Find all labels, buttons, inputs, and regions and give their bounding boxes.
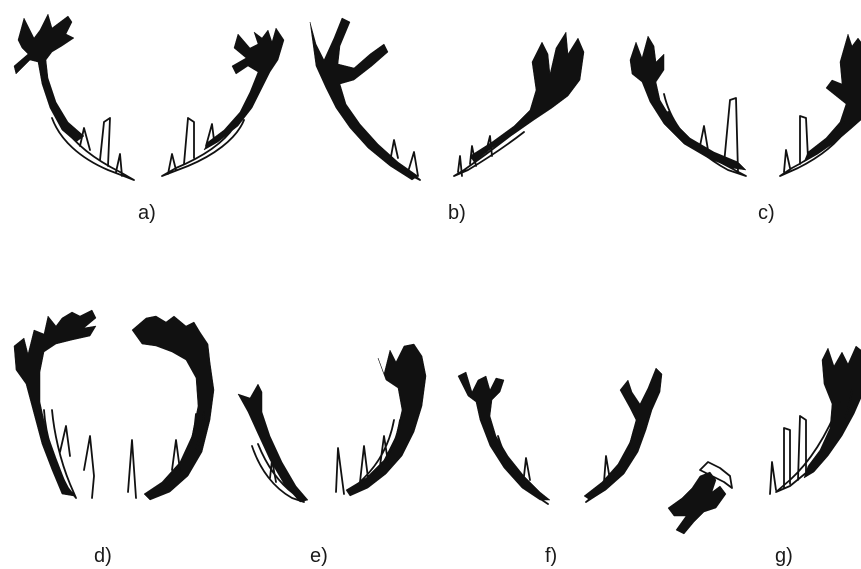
panel-g-fragment — [668, 462, 732, 534]
panel-a: a) — [14, 14, 284, 224]
panel-e: e) — [238, 344, 426, 567]
panel-a-right-antler — [162, 28, 284, 176]
panel-f-right-antler — [584, 368, 662, 502]
panel-d-right-antler — [128, 316, 214, 500]
panel-c: c) — [630, 34, 861, 224]
panel-c-label: c) — [758, 202, 775, 224]
panel-b-label: b) — [448, 202, 466, 224]
panel-g: g) — [668, 346, 861, 567]
panel-c-right-antler — [780, 34, 861, 176]
panel-b-left-antler — [310, 18, 420, 180]
panel-b-right-antler — [454, 32, 584, 176]
panel-b: b) — [310, 18, 584, 224]
panel-e-left-antler — [238, 384, 308, 502]
panel-c-left-antler — [630, 36, 746, 176]
panel-d: d) — [14, 310, 214, 567]
panel-d-label: d) — [94, 545, 112, 567]
panel-g-label: g) — [775, 545, 793, 567]
panel-f-label: f) — [545, 545, 557, 567]
panel-g-right-antler — [770, 346, 861, 494]
panel-d-left-antler — [14, 310, 96, 498]
panel-f: f) — [458, 368, 662, 567]
panel-a-left-antler — [14, 14, 134, 180]
panel-e-right-antler — [336, 344, 426, 496]
panel-e-label: e) — [310, 545, 328, 567]
panel-a-label: a) — [138, 202, 156, 224]
panel-f-left-antler — [458, 372, 550, 504]
